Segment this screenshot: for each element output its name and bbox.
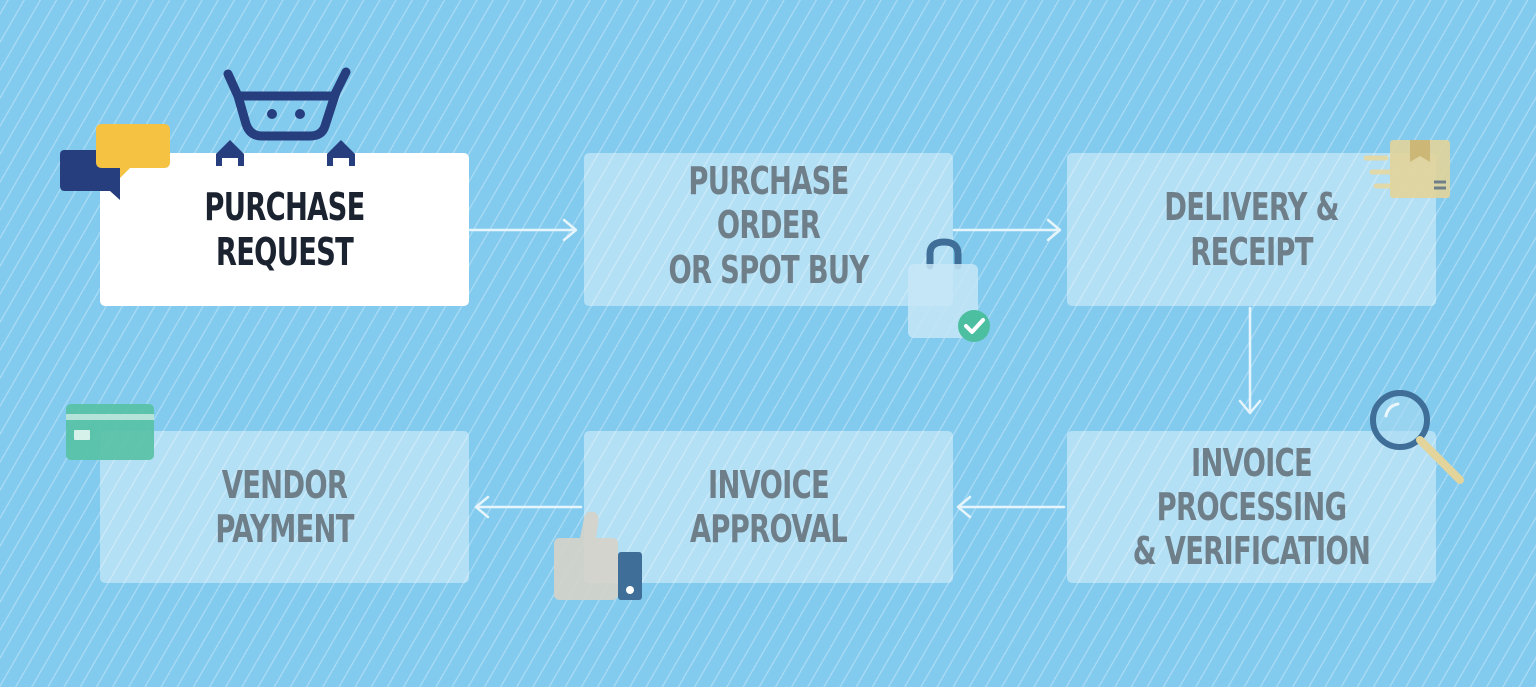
arrow-order-to-delivery	[952, 218, 1062, 242]
step-purchase-request: PURCHASE REQUEST	[100, 153, 469, 306]
credit-card-icon	[66, 404, 154, 460]
step-label: DELIVERY & RECEIPT	[1164, 185, 1339, 274]
thumbs-up-icon	[554, 511, 642, 600]
step-purchase-order: PURCHASE ORDER OR SPOT BUY	[584, 153, 953, 306]
chat-bubbles-icon	[60, 124, 170, 200]
basket-icon	[216, 67, 355, 166]
step-invoice-processing: INVOICE PROCESSING & VERIFICATION	[1067, 431, 1436, 583]
step-delivery-receipt: DELIVERY & RECEIPT	[1067, 153, 1436, 306]
arrow-delivery-to-processing	[1238, 306, 1262, 415]
step-label: PURCHASE ORDER OR SPOT BUY	[668, 159, 869, 292]
package-icon	[1363, 140, 1450, 198]
step-label: INVOICE PROCESSING & VERIFICATION	[1132, 440, 1371, 574]
arrow-approval-to-payment	[474, 495, 583, 519]
step-vendor-payment: VENDOR PAYMENT	[100, 431, 469, 583]
shopping-bag-icon	[908, 238, 990, 342]
step-label: VENDOR PAYMENT	[215, 462, 354, 551]
magnifier-icon	[1370, 390, 1464, 484]
arrow-request-to-order	[468, 218, 578, 242]
step-label: PURCHASE REQUEST	[204, 185, 365, 274]
step-label: INVOICE APPROVAL	[689, 462, 848, 551]
arrow-processing-to-approval	[956, 495, 1066, 519]
step-invoice-approval: INVOICE APPROVAL	[584, 431, 953, 583]
